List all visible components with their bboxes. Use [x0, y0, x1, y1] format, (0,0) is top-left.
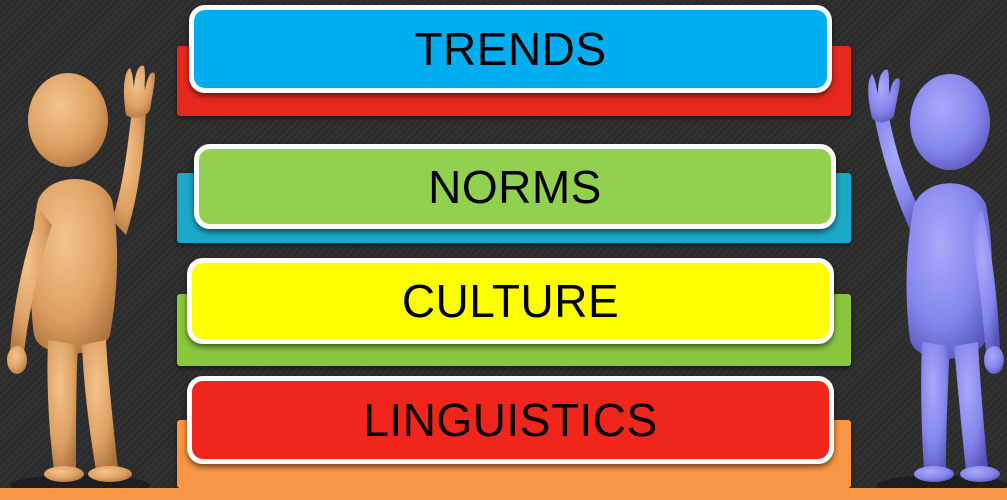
culture-label: CULTURE: [401, 275, 620, 327]
linguistics-bar: LINGUISTICS: [187, 376, 834, 464]
norms-label: NORMS: [428, 160, 602, 213]
linguistics-label: LINGUISTICS: [363, 394, 658, 446]
left-waving-figure-icon: [7, 65, 155, 495]
culture-bar: CULTURE: [187, 258, 834, 344]
trends-bar: TRENDS: [189, 5, 832, 93]
norms-bar: NORMS: [194, 144, 836, 229]
right-waving-figure-icon: [868, 69, 1007, 495]
trends-label: TRENDS: [414, 23, 607, 75]
floor-strip: [0, 488, 1007, 500]
